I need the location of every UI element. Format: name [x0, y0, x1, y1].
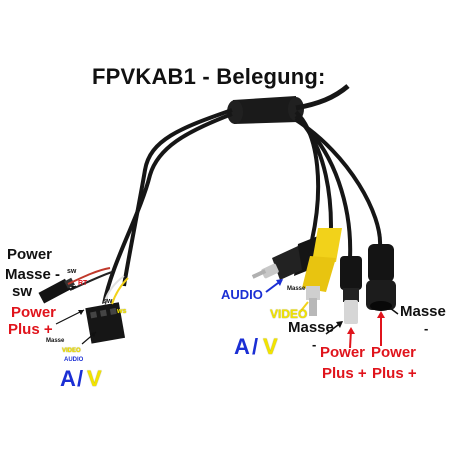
- label-power: Power: [7, 246, 53, 263]
- label-masse-small: Masse: [287, 286, 306, 292]
- label-masse-left: Masse: [288, 319, 334, 336]
- av-label-left-v: V: [87, 366, 102, 391]
- cable-left-2: [102, 112, 233, 305]
- pin-label-sw-lower: sw: [103, 298, 113, 305]
- pin-label-sw-upper: sw: [67, 268, 77, 275]
- page-title: FPVKAB1 - Belegung:: [92, 64, 326, 89]
- pin-label-rt: RT: [78, 280, 88, 287]
- label-audio: AUDIO: [221, 287, 263, 302]
- dc-female-plug: [366, 244, 396, 311]
- label-power-left-2: Plus +: [322, 365, 367, 382]
- arrow-power-plus: [55, 309, 85, 325]
- splitter-cap-left: [227, 100, 243, 124]
- av-label-left-a: A: [60, 366, 76, 391]
- cable-left-1: [122, 108, 233, 287]
- cable-right-4: [294, 118, 383, 247]
- label-power-plus-1: Power: [11, 304, 57, 321]
- pin-label-audio: AUDIO: [64, 357, 84, 363]
- cable-splitter: [233, 96, 298, 124]
- av-label-right-a: A: [234, 334, 250, 359]
- pin-label-masse: Masse: [46, 338, 65, 344]
- av-label-right-slash: /: [252, 334, 259, 359]
- label-masse-right: Masse: [400, 303, 446, 320]
- rca-video-plug: [302, 228, 342, 316]
- label-video: VIDEO: [270, 307, 308, 321]
- label-masse-left-minus: -: [312, 337, 317, 352]
- pin-wires-av: [103, 275, 125, 305]
- label-power-plus-2: Plus +: [8, 321, 53, 338]
- av-label-right-v: V: [263, 334, 278, 359]
- av-label-left-slash: /: [77, 366, 84, 391]
- input-cable: [295, 84, 350, 111]
- label-masse-right-minus: -: [424, 321, 429, 336]
- label-sw: sw: [12, 283, 33, 300]
- label-power-right-1: Power: [371, 344, 417, 361]
- pin-label-video: VIDEO: [62, 348, 81, 354]
- pin-label-ws: ws: [117, 308, 127, 315]
- dc-male-plug: [340, 256, 362, 324]
- label-power-left-1: Power: [320, 344, 366, 361]
- pin-wires-small: [67, 267, 111, 285]
- arrow-video: [299, 301, 309, 313]
- arrow-masse-right: [389, 307, 399, 315]
- label-masse: Masse -: [5, 266, 61, 283]
- label-power-right-2: Plus +: [372, 365, 417, 382]
